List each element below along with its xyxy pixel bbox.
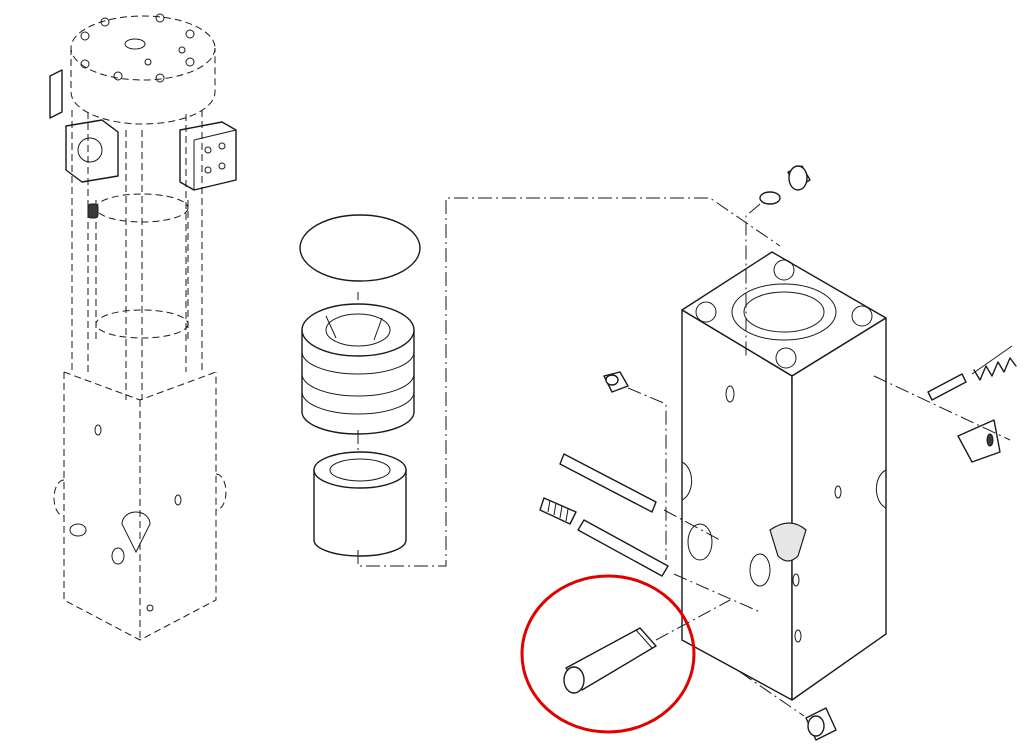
seal-housing	[301, 303, 415, 435]
pin	[563, 599, 731, 694]
assembly-path-line	[357, 197, 781, 567]
roll-pin	[539, 497, 577, 525]
bottom-plug	[739, 671, 837, 741]
rod-axis-lines	[663, 509, 761, 613]
main-valve-block	[681, 251, 887, 701]
guide-pin	[927, 373, 967, 401]
spring	[971, 345, 1017, 381]
small-fitting	[603, 371, 667, 560]
assembled-unit-phantom	[49, 13, 237, 641]
long-rod-upper	[559, 453, 657, 513]
plug-screw	[745, 165, 811, 356]
valve-poppet	[957, 419, 1001, 463]
long-rod-lower	[577, 519, 669, 577]
highlight-ellipse	[520, 574, 696, 734]
axis-line-right	[873, 375, 1011, 441]
bushing	[313, 451, 407, 557]
o-ring	[299, 214, 421, 282]
